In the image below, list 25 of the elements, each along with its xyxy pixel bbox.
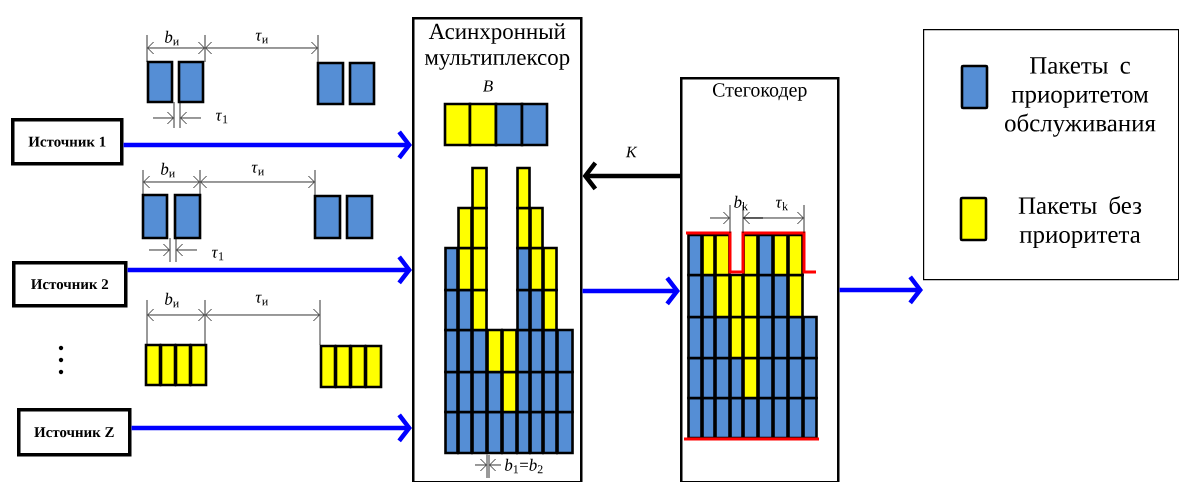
- source-box: Источник 1: [11, 118, 124, 166]
- dimension-label: b$_{и}$: [161, 162, 175, 178]
- dimension-label: τ$_{1}$: [215, 112, 228, 124]
- dimension-label: τ$_{1}$: [211, 249, 224, 261]
- legend-text: Пакеты с приоритетом обслуживания: [1005, 57, 1156, 137]
- arrow: [127, 255, 412, 285]
- arrow: [582, 276, 680, 306]
- arrow: [131, 413, 412, 443]
- dimension-label: b$_{k}$: [734, 195, 748, 211]
- source-box: Источник Z: [17, 408, 132, 457]
- dimension-label: τ$_{и}$: [255, 294, 268, 306]
- frame-box: [923, 29, 1179, 281]
- legend-text: Пакеты без приоритета: [1018, 196, 1142, 248]
- arrow: [839, 275, 923, 305]
- arrow: [582, 161, 680, 191]
- dimension-label: τ$_{и}$: [251, 164, 264, 176]
- edge-label: K: [624, 145, 638, 159]
- dimension-label: B: [483, 80, 493, 92]
- dimension-label: b$_{1}$=b$_{2}$: [504, 458, 543, 474]
- dimension-label: τ$_{k}$: [775, 199, 788, 211]
- source-box: Источник 2: [12, 261, 128, 308]
- dimension-label: b$_{и}$: [165, 30, 179, 46]
- dimension-label: b$_{и}$: [165, 292, 179, 308]
- arrow: [123, 130, 412, 160]
- dimension-label: τ$_{и}$: [255, 32, 268, 44]
